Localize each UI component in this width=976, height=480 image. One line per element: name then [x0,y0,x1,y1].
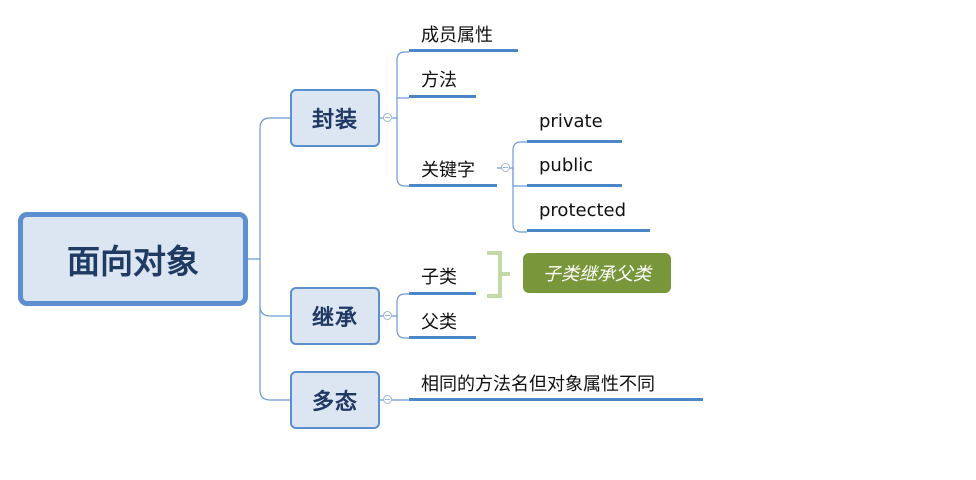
leaf-label: 相同的方法名但对象属性不同 [421,374,655,395]
leaf-parent-class[interactable]: 父类 [409,308,457,334]
leaf-methods[interactable]: 方法 [409,66,457,92]
branch-encapsulation[interactable]: 封装 [290,89,380,147]
leaf-protected[interactable]: protected [527,200,626,221]
leaf-underline [527,229,650,232]
branch-inheritance[interactable]: 继承 [290,287,380,345]
branch-label: 继承 [311,306,358,331]
leaf-label: protected [539,200,627,221]
leaf-subclass[interactable]: 子类 [409,263,457,289]
summary-brace [487,251,510,298]
summary-callout[interactable]: 子类继承父类 [523,253,671,293]
leaf-label: 父类 [421,312,457,333]
leaf-underline [409,95,476,98]
branch-polymorphism[interactable]: 多态 [290,371,380,429]
leaf-public[interactable]: public [527,155,593,176]
leaf-private[interactable]: private [527,111,603,132]
leaf-label: 方法 [421,70,457,91]
leaf-underline [409,49,518,52]
leaf-underline [409,292,476,295]
leaf-underline [527,140,622,143]
collapse-toggle-icon[interactable] [501,163,510,172]
leaf-label: private [539,111,603,132]
branch-label: 多态 [311,390,358,415]
leaf-keywords[interactable]: 关键字 [409,156,475,182]
leaf-underline [409,398,703,401]
leaf-label: 关键字 [421,160,475,181]
root-node[interactable]: 面向对象 [18,212,248,306]
leaf-member-attributes[interactable]: 成员属性 [409,21,493,47]
leaf-polymorphism-desc[interactable]: 相同的方法名但对象属性不同 [409,370,655,396]
root-label: 面向对象 [67,242,199,281]
leaf-label: 成员属性 [421,25,493,46]
summary-label: 子类继承父类 [543,264,651,285]
leaf-label: public [539,155,594,176]
leaf-label: 子类 [421,267,457,288]
collapse-toggle-icon[interactable] [383,113,392,122]
leaf-underline [527,184,622,187]
collapse-toggle-icon[interactable] [383,311,392,320]
collapse-toggle-icon[interactable] [383,395,392,404]
leaf-underline [409,184,497,187]
branch-label: 封装 [311,108,358,133]
leaf-underline [409,336,476,339]
